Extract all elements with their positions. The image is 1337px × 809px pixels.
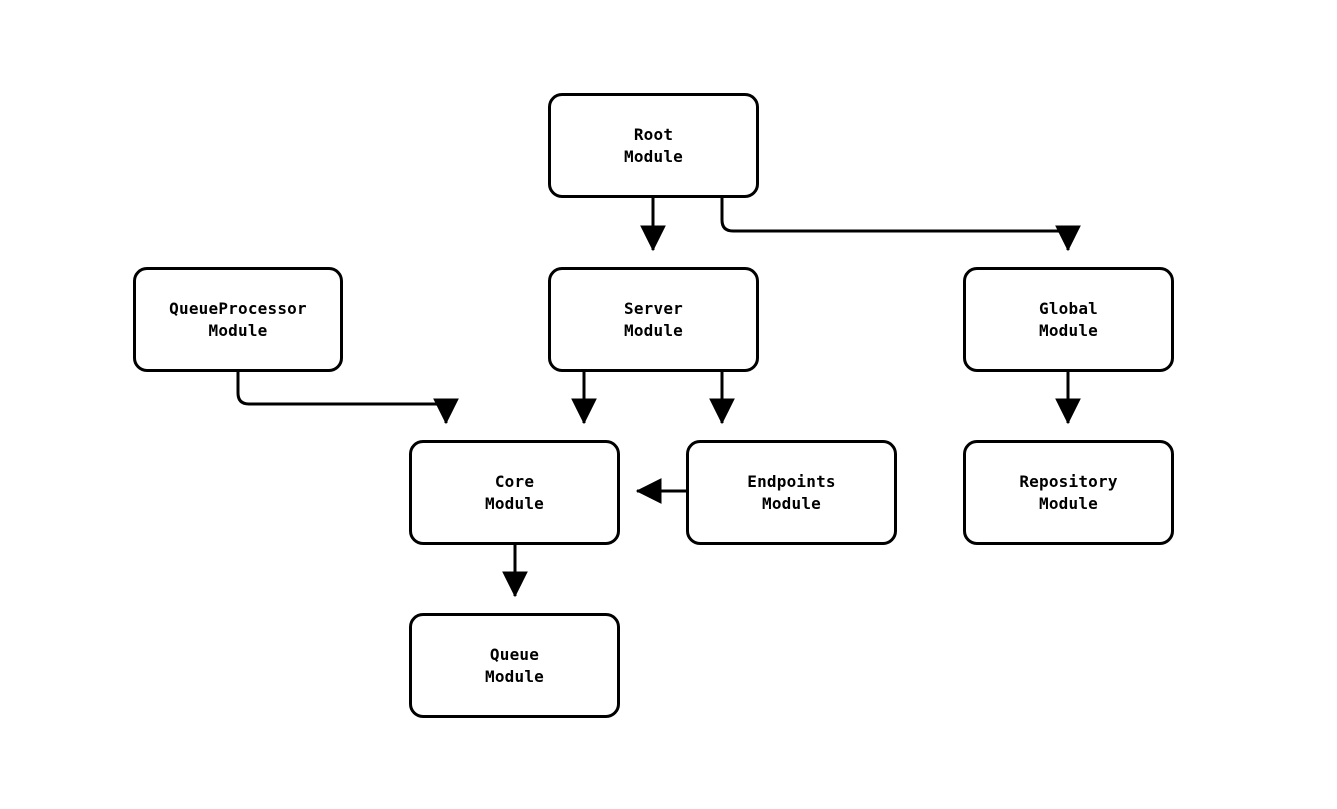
node-label-core: Core Module [485,471,544,513]
edge-root-to-global [720,198,1081,252]
node-server[interactable]: Server Module [548,267,759,372]
node-queue[interactable]: Queue Module [409,613,620,718]
node-label-endpoints: Endpoints Module [747,471,836,513]
node-global[interactable]: Global Module [963,267,1174,372]
node-label-repository: Repository Module [1019,471,1118,513]
edge-queueprocessor-to-core [236,372,459,425]
node-queueprocessor[interactable]: QueueProcessor Module [133,267,343,372]
node-label-queueprocessor: QueueProcessor Module [169,298,307,340]
node-core[interactable]: Core Module [409,440,620,545]
node-label-queue: Queue Module [485,644,544,686]
node-label-global: Global Module [1039,298,1098,340]
node-label-server: Server Module [624,298,683,340]
node-root[interactable]: Root Module [548,93,759,198]
node-label-root: Root Module [624,124,683,166]
node-endpoints[interactable]: Endpoints Module [686,440,897,545]
node-repository[interactable]: Repository Module [963,440,1174,545]
